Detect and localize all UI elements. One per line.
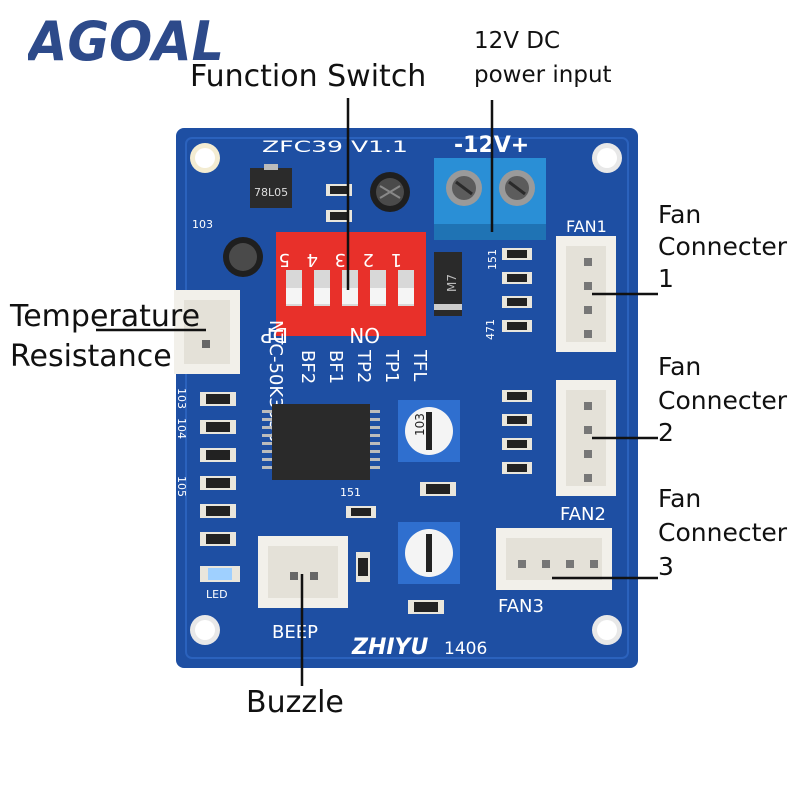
silk-fan1: FAN1: [566, 217, 607, 236]
dip-number: 3: [335, 249, 346, 270]
dip-number: 5: [279, 249, 290, 270]
dip-function-switch: [276, 232, 426, 336]
mounting-hole: [190, 143, 220, 173]
silk-151: 151: [486, 249, 499, 270]
power-input-label-line2: power input: [474, 62, 612, 88]
silk-151-chip: 151: [340, 486, 361, 499]
mounting-hole: [592, 143, 622, 173]
silk-tp1: TP1: [381, 349, 402, 383]
silk-fan2: FAN2: [560, 504, 606, 525]
silk-fan3: FAN3: [498, 596, 544, 617]
power-terminal-block: [434, 158, 546, 240]
potentiometer: [398, 400, 460, 462]
logo-text: AGOAL: [28, 10, 224, 66]
fan1-label-line1: Fan: [658, 200, 702, 229]
potentiometer: [398, 522, 460, 584]
fan2-label-line3: 2: [658, 418, 674, 447]
mounting-hole: [592, 615, 622, 645]
capacitor: [370, 172, 410, 212]
silk-led: LED: [206, 588, 228, 601]
resistor-column: [200, 392, 236, 546]
silk-bf1: BF1: [325, 350, 346, 384]
callout-lines: [96, 98, 658, 686]
silk-471: 471: [484, 319, 497, 340]
fan3-label-line3: 3: [658, 552, 674, 581]
fan2-label-line1: Fan: [658, 352, 702, 381]
resistor-bank: [502, 248, 532, 474]
silk-diode: M7: [445, 274, 459, 292]
microcontroller-chip: [262, 404, 380, 480]
voltage-regulator: [250, 168, 292, 208]
dip-number: 2: [363, 249, 374, 270]
dip-on-label: ON: [349, 323, 380, 347]
function-switch-label: Function Switch: [190, 59, 427, 94]
dip-dp-label: DP: [261, 323, 288, 347]
fan3-label-line2: Connecter: [658, 518, 788, 547]
agoal-logo: AGOAL: [28, 10, 224, 66]
silk-105: 105: [175, 476, 188, 497]
fan3-label-line1: Fan: [658, 484, 702, 513]
buzzle-label: Buzzle: [246, 685, 344, 720]
power-input-label-line1: 12V DC: [474, 28, 561, 54]
temperature-connector: [174, 290, 240, 374]
silk-regulator: 78L05: [254, 186, 288, 199]
silk-beep: BEEP: [272, 622, 318, 643]
fan1-label-line3: 1: [658, 264, 674, 293]
fan1-label-line2: Connecter: [658, 232, 788, 261]
fan-connector-3: [496, 528, 612, 590]
silk-104: 104: [175, 418, 188, 439]
silk-103-top: 103: [192, 218, 213, 231]
silk-bf2: BF2: [297, 350, 318, 384]
silk-brand: ZHIYU: [351, 635, 428, 660]
dip-number: 4: [307, 249, 318, 270]
fan2-label-line2: Connecter: [658, 386, 788, 415]
silk-tfl: TFL: [409, 349, 430, 381]
dip-number: 1: [391, 249, 402, 270]
temperature-label-line1: Temperature: [10, 299, 201, 334]
silk-code: 1406: [444, 639, 487, 659]
mounting-hole: [190, 615, 220, 645]
silk-pot: 103: [413, 413, 427, 436]
silk-model: ZFC39 V1.1: [262, 137, 408, 156]
silk-tp2: TP2: [353, 349, 374, 383]
capacitor: [223, 237, 263, 277]
temperature-label-line2: Resistance: [10, 339, 172, 374]
diode: [434, 252, 462, 316]
silk-103: 103: [175, 388, 188, 409]
